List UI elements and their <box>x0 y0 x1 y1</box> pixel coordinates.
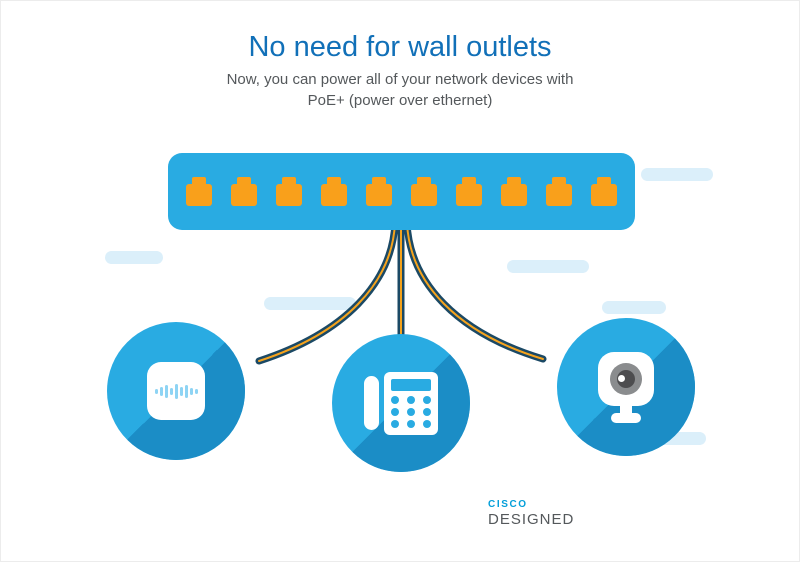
camera-base <box>611 412 641 423</box>
cisco-logo-text: CISCO <box>488 499 528 510</box>
ethernet-port-icon <box>545 177 573 206</box>
ethernet-port-icon <box>455 177 483 206</box>
camera-neck <box>620 405 632 413</box>
waveform-bar <box>184 384 188 398</box>
waveform-bar <box>194 388 198 394</box>
waveform-bar <box>159 386 163 396</box>
phone-key <box>423 407 431 416</box>
waveform-bar <box>174 383 178 399</box>
device-access-point <box>107 322 245 460</box>
switch-ports <box>185 177 618 206</box>
ip-phone-icon <box>332 334 470 472</box>
decorative-pill <box>641 168 713 181</box>
ethernet-port-icon <box>320 177 348 206</box>
page-subtitle: Now, you can power all of your network d… <box>1 69 799 111</box>
page-title: No need for wall outlets <box>248 31 552 63</box>
phone-key <box>407 407 415 416</box>
security-camera-icon <box>557 318 695 456</box>
ethernet-port-icon <box>410 177 438 206</box>
camera-shape <box>598 351 654 423</box>
ethernet-port-icon <box>500 177 528 206</box>
ethernet-port-icon <box>590 177 618 206</box>
phone-keypad <box>391 395 431 428</box>
device-security-camera <box>557 318 695 456</box>
ethernet-port-icon <box>365 177 393 206</box>
camera-lens-inner <box>617 369 635 388</box>
ethernet-port-icon <box>230 177 258 206</box>
phone-handset <box>364 376 379 430</box>
cisco-designed-logo: CISCO DESIGNED <box>488 499 574 528</box>
phone-key <box>391 419 399 428</box>
decorative-pill <box>507 260 589 273</box>
poe-switch <box>168 153 635 230</box>
phone-shape <box>364 371 438 435</box>
access-point-icon <box>107 322 245 460</box>
ethernet-port-icon <box>185 177 213 206</box>
phone-screen <box>391 378 431 391</box>
designed-logo-text: DESIGNED <box>488 511 575 528</box>
camera-lens <box>610 362 642 395</box>
subtitle-line-2: PoE+ (power over ethernet) <box>307 92 493 109</box>
waveform-bar <box>189 387 193 395</box>
phone-key <box>391 407 399 416</box>
phone-key <box>423 419 431 428</box>
camera-lens-glint <box>618 374 625 382</box>
phone-key <box>391 395 399 404</box>
decorative-pill <box>264 297 356 310</box>
waveform-bar <box>154 388 158 394</box>
device-ip-phone <box>332 334 470 472</box>
waveform-bar <box>164 384 168 398</box>
phone-body <box>384 371 438 435</box>
waveform-bar <box>179 386 183 396</box>
decorative-pill <box>602 301 666 314</box>
waveform-bar <box>169 387 173 395</box>
camera-head <box>598 351 654 406</box>
phone-key <box>407 395 415 404</box>
ethernet-port-icon <box>275 177 303 206</box>
decorative-pill <box>105 251 163 264</box>
phone-key <box>407 419 415 428</box>
subtitle-line-1: Now, you can power all of your network d… <box>226 71 574 88</box>
ap-waveform <box>147 362 205 420</box>
phone-key <box>423 395 431 404</box>
